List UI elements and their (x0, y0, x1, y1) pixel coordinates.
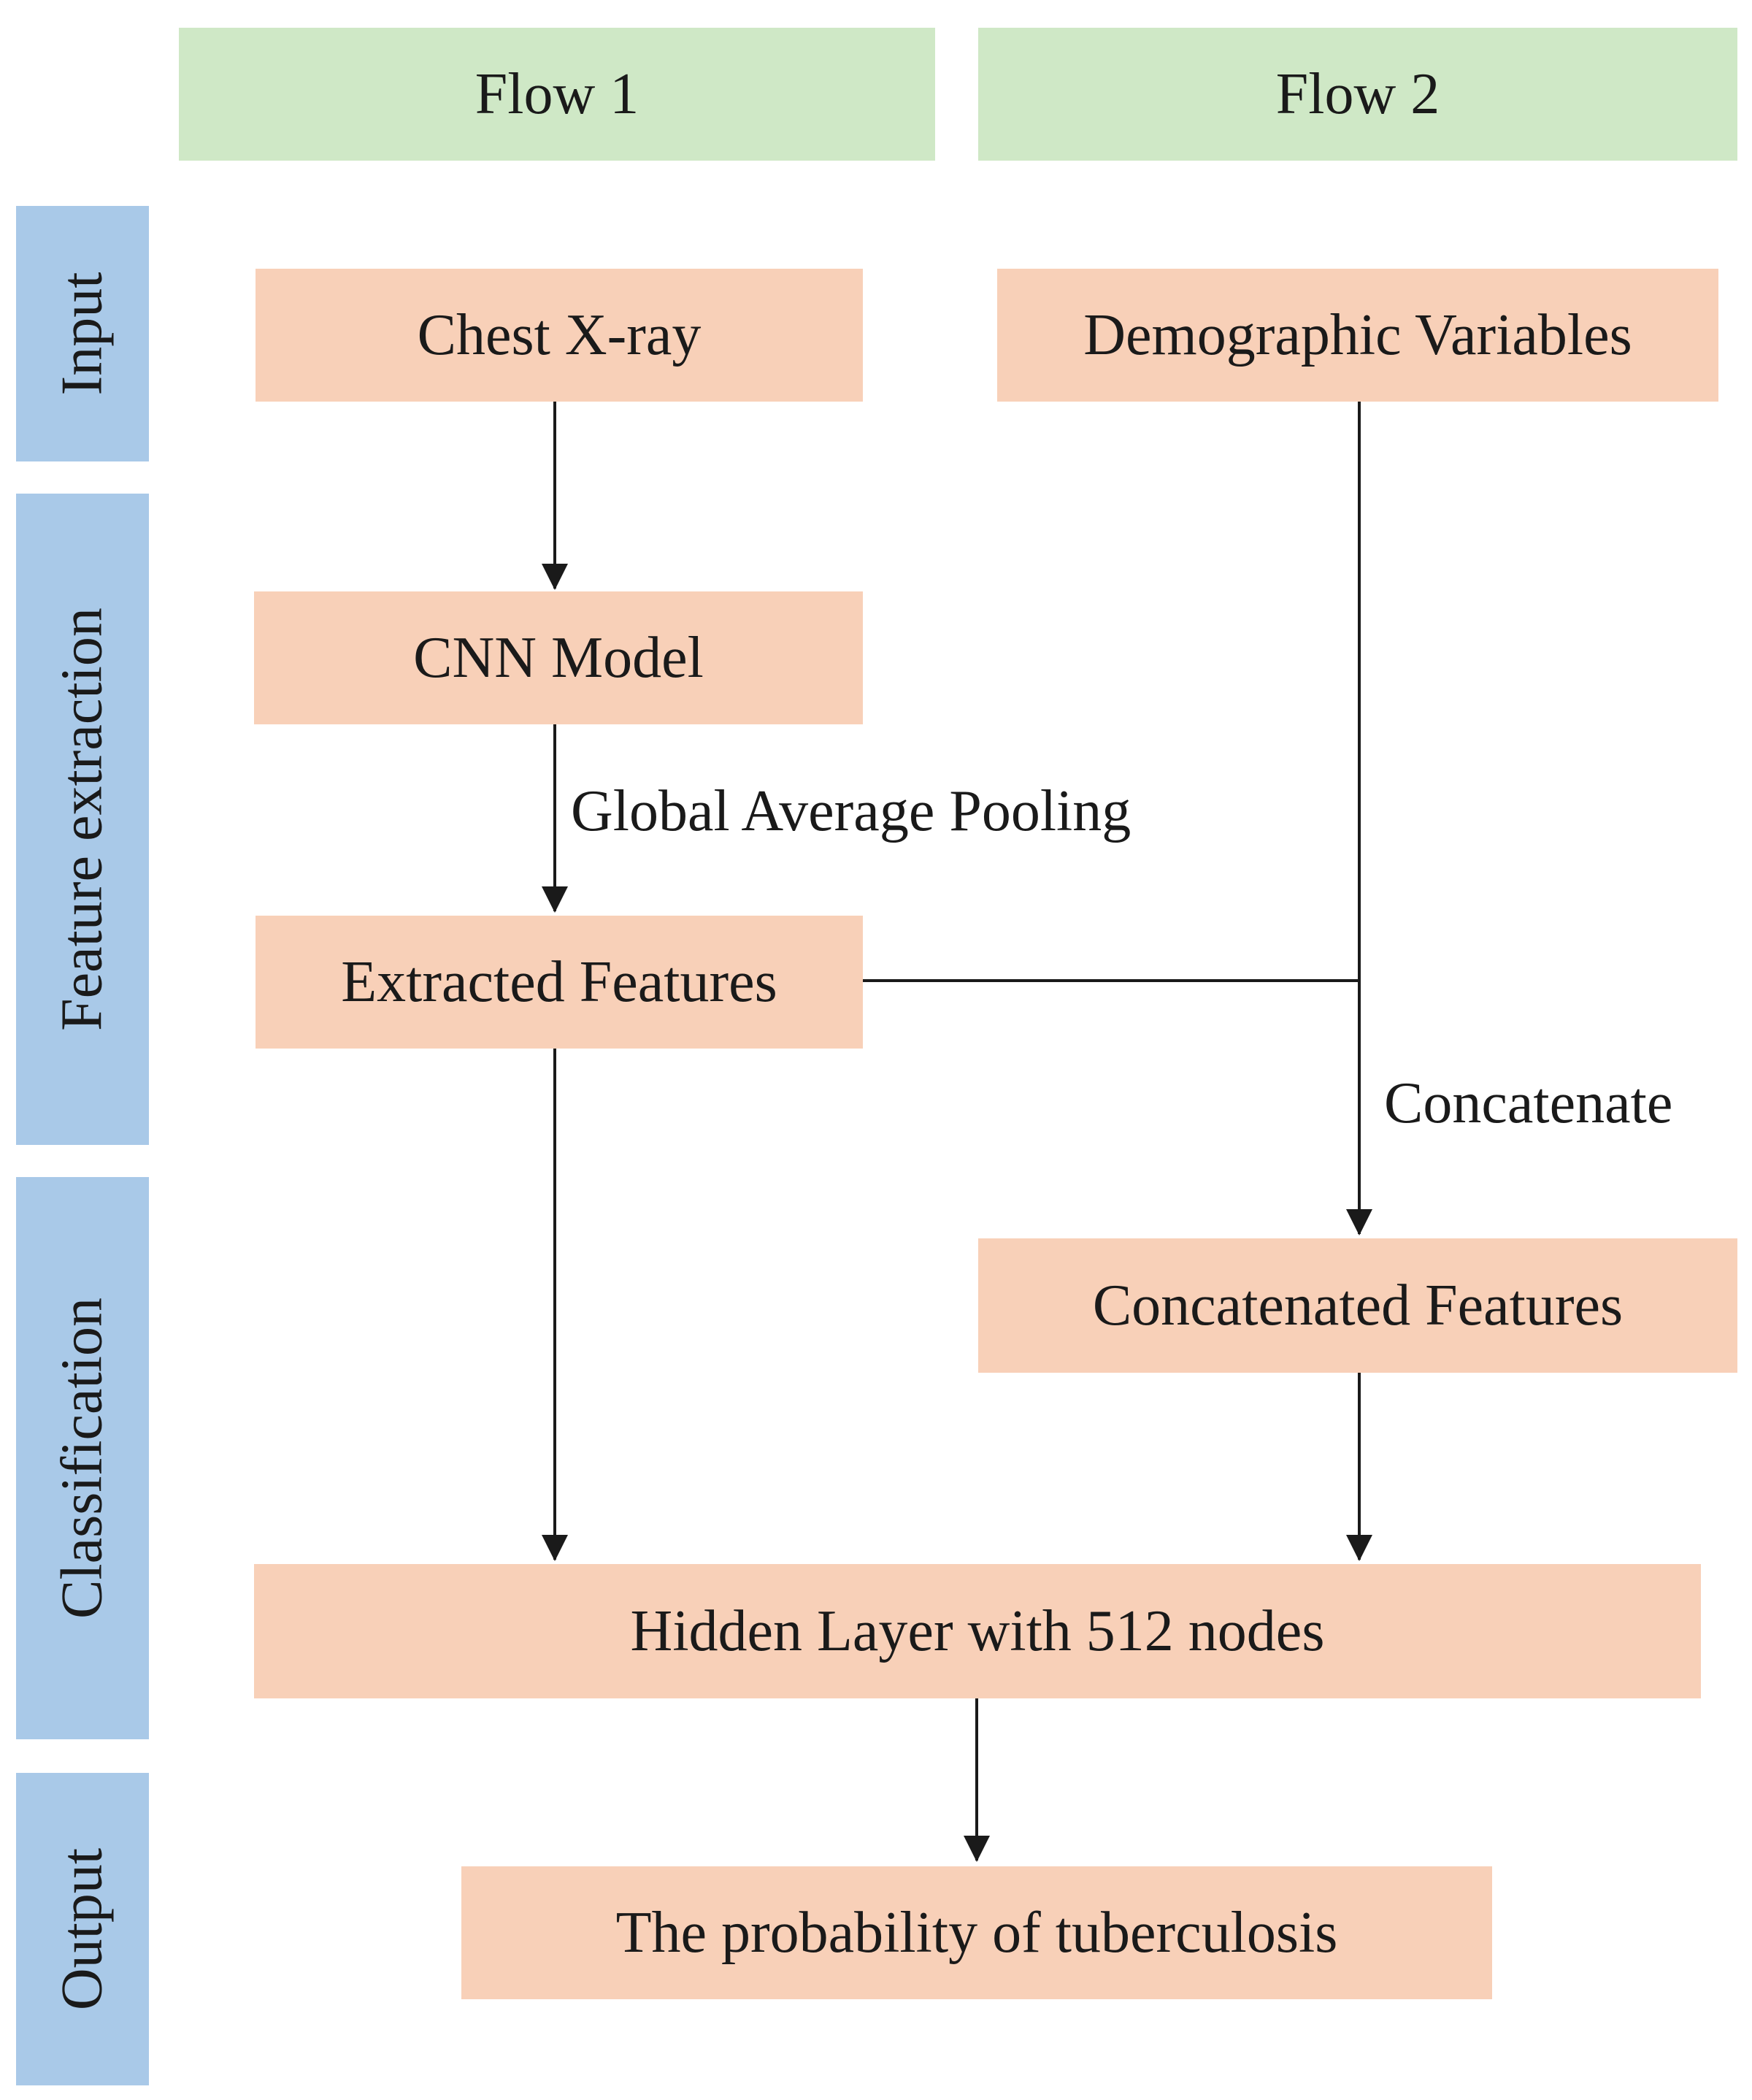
node-cnn-model-label: CNN Model (413, 625, 704, 690)
arrowhead-hidden-right (1346, 1535, 1372, 1561)
flow-2-label: Flow 2 (1275, 61, 1440, 126)
node-probability: The probability of tuberculosis (461, 1866, 1492, 1999)
node-concatenated-features: Concatenated Features (978, 1238, 1737, 1373)
arrowhead-hidden-left (542, 1535, 568, 1561)
node-probability-label: The probability of tuberculosis (615, 1900, 1338, 1965)
node-extracted-features-label: Extracted Features (341, 949, 777, 1014)
node-cnn-model: CNN Model (254, 591, 863, 724)
node-demographic-variables: Demographic Variables (997, 269, 1718, 402)
phase-input: Input (16, 206, 149, 461)
edge-label-global-average-pooling: Global Average Pooling (571, 779, 1132, 843)
node-chest-xray-label: Chest X-ray (417, 302, 702, 367)
arrowhead-extracted (542, 886, 568, 913)
arrowhead-output (964, 1836, 990, 1862)
flow-2-header: Flow 2 (978, 28, 1737, 161)
arrowhead-concatenated (1346, 1209, 1372, 1235)
node-hidden-layer: Hidden Layer with 512 nodes (254, 1564, 1701, 1698)
node-demographic-variables-label: Demographic Variables (1083, 302, 1632, 367)
node-concatenated-features-label: Concatenated Features (1092, 1273, 1624, 1338)
edge-label-concatenate: Concatenate (1384, 1071, 1673, 1135)
arrowhead-cnn (542, 564, 568, 590)
node-chest-xray: Chest X-ray (256, 269, 863, 402)
node-hidden-layer-label: Hidden Layer with 512 nodes (630, 1598, 1325, 1663)
phase-classification: Classification (16, 1177, 149, 1739)
flow-1-header: Flow 1 (179, 28, 935, 161)
phase-output: Output (16, 1773, 149, 2085)
flow-1-label: Flow 1 (474, 61, 639, 126)
node-extracted-features: Extracted Features (256, 916, 863, 1049)
phase-feature-extraction: Feature extraction (16, 494, 149, 1145)
